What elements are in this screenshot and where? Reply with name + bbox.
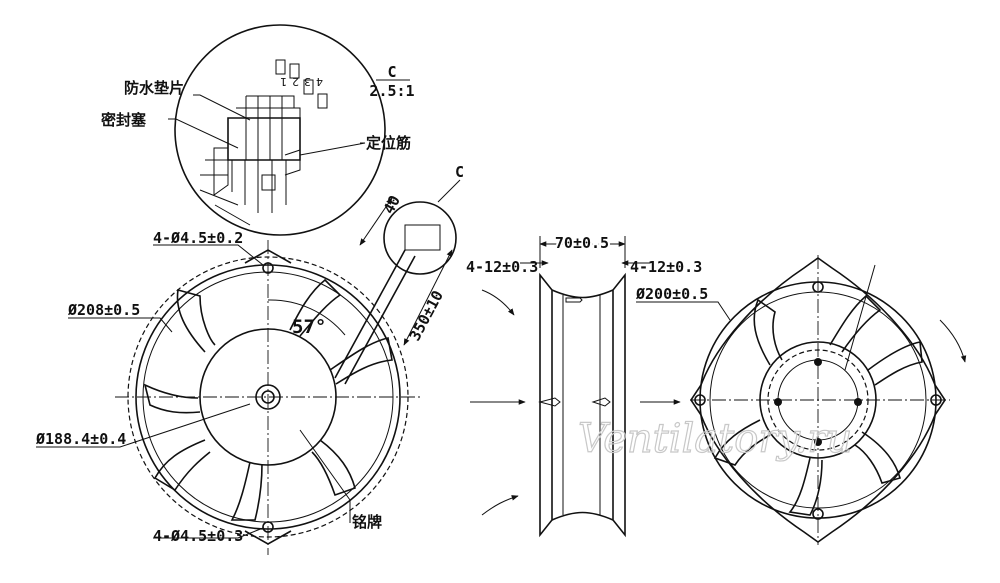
- width-label: 70±0.5: [555, 234, 609, 252]
- inner-diameter-label: Ø188.4±0.4: [35, 430, 126, 448]
- rib-leader: [299, 142, 366, 156]
- left-flange-label: 4-12±0.3: [466, 258, 538, 276]
- detail-scale-letter: C: [387, 63, 396, 81]
- front-view: 57° C 40 350±10 4-Ø4.5±0.2 Ø208±0.5 Ø188…: [35, 163, 464, 555]
- wire-color-marks: [275, 59, 328, 109]
- detail-c-marker: C: [455, 163, 464, 181]
- rotation-arrow-bottom: [481, 495, 519, 516]
- flow-arrow-mark: [565, 297, 583, 303]
- cable-tip-label: 40: [380, 192, 404, 216]
- rear-diameter-label: Ø200±0.5: [635, 285, 708, 303]
- cable-tip-dimension: [359, 197, 393, 246]
- watermark: Ventilatory.ru: [578, 416, 852, 462]
- cable: [334, 249, 416, 385]
- connector-drawing: [199, 95, 301, 226]
- rear-diameter-leader: [636, 301, 731, 321]
- wire-number: 4: [316, 75, 323, 88]
- nameplate-leader: [299, 429, 351, 523]
- waterproof-gasket-label: 防水垫片: [124, 79, 184, 97]
- seal-plug-label: 密封塞: [101, 111, 147, 129]
- locating-rib-label: 定位筋: [366, 134, 411, 152]
- hole-top-leader: [153, 244, 264, 266]
- wire-number: 2: [292, 75, 299, 88]
- venturi-curve: [551, 289, 614, 521]
- rear-blades: [713, 294, 923, 516]
- cable-length-label: 350±10: [406, 288, 447, 344]
- hole-bottom-label: 4-Ø4.5±0.3: [153, 527, 243, 545]
- detail-scale: 2.5:1: [369, 82, 414, 100]
- rear-label-leader: [844, 264, 876, 371]
- connector-small: [404, 224, 441, 251]
- side-view: 70±0.5 4-12±0.3 4-12±0.3: [466, 232, 702, 538]
- wire-number: 1: [280, 75, 287, 88]
- wire-numbers: 1 2 3 4: [280, 75, 323, 88]
- detail-c-leader: [437, 179, 461, 203]
- hole-bottom-leader: [153, 527, 264, 539]
- rear-view: Ø200±0.5: [635, 255, 967, 545]
- impeller-blades: [143, 278, 393, 521]
- inner-diameter-leader: [36, 403, 251, 448]
- angle-arc: [267, 299, 346, 336]
- right-flange-label: 4-12±0.3: [630, 258, 702, 276]
- detail-circle: [174, 24, 386, 236]
- hole-top-label: 4-Ø4.5±0.2: [153, 229, 243, 247]
- gasket-leader: [193, 94, 251, 121]
- angle-label: 57°: [292, 316, 326, 338]
- seal-leader: [168, 118, 239, 149]
- hub-marks: [538, 397, 611, 407]
- detail-c-view: 1 2 3 4 防水垫片 密封塞 定位筋 C 2.5:1: [101, 24, 415, 236]
- rear-rotation-arrow: [939, 319, 967, 363]
- nameplate-label: 铭牌: [352, 513, 382, 531]
- rotation-arrow-top: [481, 289, 515, 316]
- outer-diameter-leader: [68, 317, 173, 333]
- cable-length-dimension: [403, 249, 453, 346]
- wire-number: 3: [304, 75, 311, 88]
- outer-diameter-label: Ø208±0.5: [67, 301, 140, 319]
- right-flange: [612, 272, 626, 538]
